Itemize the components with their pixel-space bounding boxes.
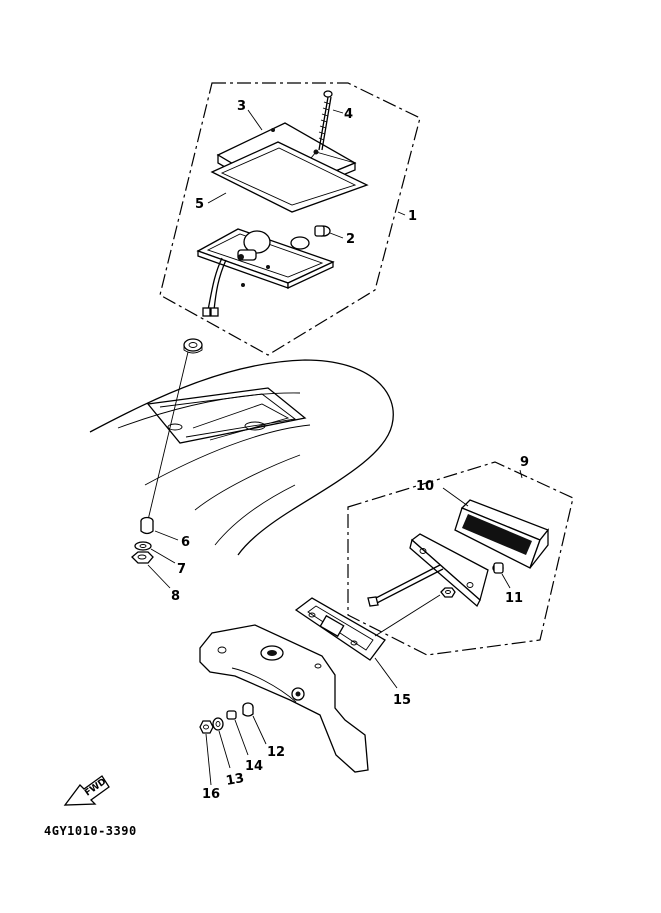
assembly-9-leader-line	[519, 469, 523, 479]
callout-16: 16	[202, 787, 220, 802]
bulb-part	[314, 225, 331, 237]
reflector-leader-line	[442, 487, 469, 507]
reflector-part	[454, 499, 550, 569]
mounting-bracket-part	[199, 624, 369, 773]
spacer-leader-line	[154, 530, 179, 541]
callout-10: 10	[416, 479, 434, 494]
lock-washer-part	[212, 717, 224, 731]
fwd-arrow-icon: FWD	[63, 775, 110, 806]
bushing-leader-line	[234, 719, 249, 756]
mount-connection-line	[374, 594, 441, 637]
callout-12: 12	[267, 745, 285, 760]
spacer-part	[140, 516, 154, 535]
gasket-part	[210, 141, 369, 213]
screw-leader-line	[332, 109, 344, 114]
hex-nut-part	[199, 720, 214, 734]
washer-leader-line	[150, 548, 176, 564]
callout-15: 15	[393, 693, 411, 708]
reflector-base-leader-line	[374, 657, 398, 689]
bushing-part	[226, 710, 237, 720]
callout-1: 1	[408, 209, 417, 224]
rear-fender	[89, 359, 394, 556]
assembly-9-boundary	[347, 461, 574, 656]
screw-part	[318, 90, 333, 151]
callout-3: 3	[237, 99, 246, 114]
grommet-part	[183, 338, 203, 354]
callout-9: 9	[520, 455, 529, 470]
lock-washer-leader-line	[218, 730, 231, 769]
assembly-1-boundary	[159, 82, 421, 356]
callout-7: 7	[177, 562, 186, 577]
washer-part	[134, 541, 152, 551]
callout-5: 5	[195, 197, 204, 212]
collar-leader-line	[252, 715, 267, 745]
collar-part	[242, 702, 254, 717]
wire-harness	[202, 257, 227, 317]
assembly-1-leader-line	[397, 211, 406, 216]
nut-leader-line	[147, 564, 171, 589]
reflector-bracket-part	[409, 533, 489, 608]
reflector-base-part	[294, 597, 386, 661]
callout-11: 11	[505, 591, 523, 606]
callout-4: 4	[344, 107, 353, 122]
bulb-leader-line	[329, 232, 344, 239]
callout-6: 6	[181, 535, 190, 550]
lens-cover-leader-line	[247, 109, 263, 131]
hex-nut-leader-line	[205, 733, 212, 786]
reflector-nut-part	[440, 587, 456, 598]
nut-part	[131, 551, 154, 564]
callout-14: 14	[245, 759, 263, 774]
callout-8: 8	[171, 589, 180, 604]
lamp-base-part	[196, 228, 335, 290]
wire-path-line	[147, 351, 189, 521]
gasket-leader-line	[207, 192, 227, 204]
bolt-part	[367, 562, 504, 607]
bolt-leader-line	[501, 573, 511, 589]
callout-2: 2	[346, 232, 355, 247]
callout-13: 13	[225, 771, 245, 789]
diagram-reference-code: 4GY1010-3390	[44, 824, 137, 838]
